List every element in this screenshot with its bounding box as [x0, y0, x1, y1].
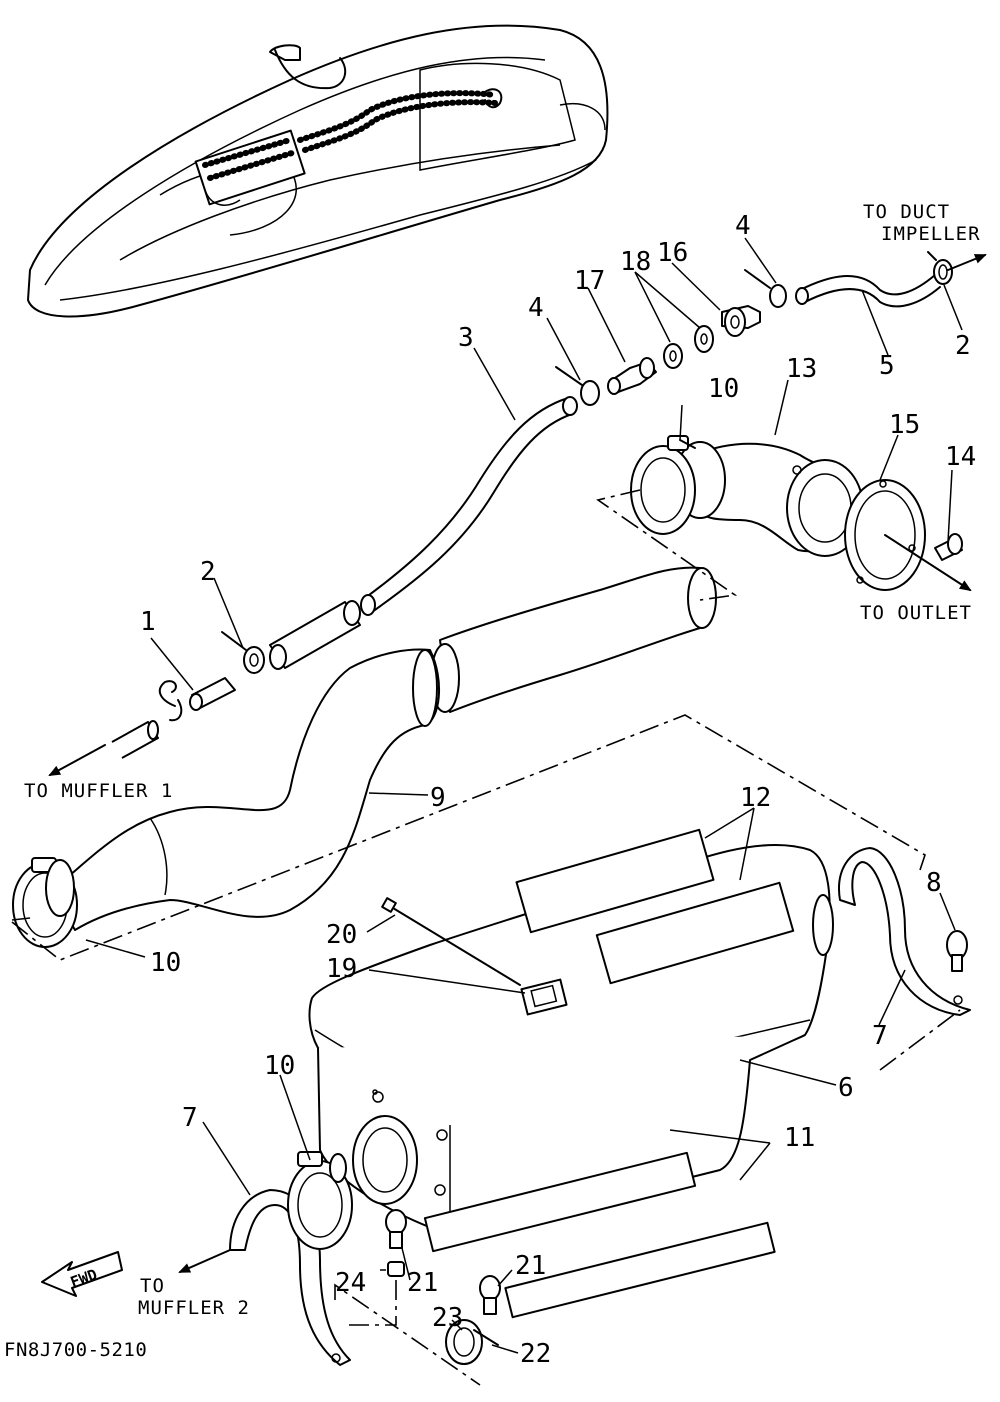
watercraft-illustration [27, 24, 609, 318]
callout-21-left: 21 [407, 1268, 438, 1298]
callout-2-right: 2 [955, 331, 971, 361]
callout-12: 12 [740, 783, 771, 813]
callout-11: 11 [784, 1123, 815, 1153]
strap-7-right [838, 847, 971, 1016]
label-muffler-2: MUFFLER 2 [138, 1297, 250, 1319]
callout-15: 15 [889, 410, 920, 440]
callout-3: 3 [458, 323, 474, 353]
callout-9: 9 [430, 783, 446, 813]
clamp-10-left [12, 857, 78, 948]
guide-lines [11, 489, 961, 1386]
text-labels: TO DUCT IMPELLER TO OUTLET TO MUFFLER 1 … [4, 201, 981, 1361]
callout-6: 6 [838, 1073, 854, 1103]
callout-14: 14 [945, 442, 976, 472]
muffler-6 [308, 828, 834, 1237]
label-to-outlet: TO OUTLET [860, 602, 972, 624]
callout-18: 18 [620, 247, 651, 277]
direction-arrows [41, 254, 987, 1297]
callout-5: 5 [879, 351, 895, 381]
strap-7-left [229, 1151, 353, 1366]
fitting-and-clamp [111, 631, 265, 759]
mount-hardware [385, 1209, 501, 1365]
callout-16: 16 [657, 238, 688, 268]
callout-21-right: 21 [515, 1251, 546, 1281]
callout-10-upper: 10 [708, 374, 739, 404]
callout-7-right: 7 [872, 1021, 888, 1051]
callout-8: 8 [926, 868, 942, 898]
callout-20: 20 [326, 920, 357, 950]
wire-20 [381, 897, 521, 986]
callout-10-lower: 10 [264, 1051, 295, 1081]
callout-17: 17 [574, 266, 605, 296]
leader-lines [85, 237, 963, 1354]
callout-4-upper: 4 [735, 211, 751, 241]
callout-10-left: 10 [150, 948, 181, 978]
label-to-muffler-1: TO MUFFLER 1 [24, 780, 173, 802]
exhaust-elbow-13 [630, 435, 864, 557]
label-to: TO [140, 1275, 165, 1297]
callout-22: 22 [520, 1339, 551, 1369]
callout-1: 1 [140, 607, 156, 637]
label-impeller: IMPELLER [881, 223, 981, 245]
callout-2-left: 2 [200, 557, 216, 587]
callout-13: 13 [786, 354, 817, 384]
callout-4-lower: 4 [528, 293, 544, 323]
exhaust-hose-9 [51, 566, 717, 931]
callout-numbers: 1 2 2 3 4 4 5 6 7 7 8 9 10 10 10 11 12 1… [140, 211, 976, 1369]
cooling-hose-fittings [555, 251, 953, 406]
pads-11 [423, 1151, 776, 1319]
drawing-code: FN8J700-5210 [4, 1339, 147, 1361]
callout-24: 24 [335, 1268, 366, 1298]
label-to-duct: TO DUCT [863, 201, 950, 223]
callout-7-left: 7 [182, 1103, 198, 1133]
hose-3 [269, 396, 578, 670]
callout-23: 23 [432, 1303, 463, 1333]
fwd-arrow [41, 1251, 123, 1297]
callout-19: 19 [326, 954, 357, 984]
